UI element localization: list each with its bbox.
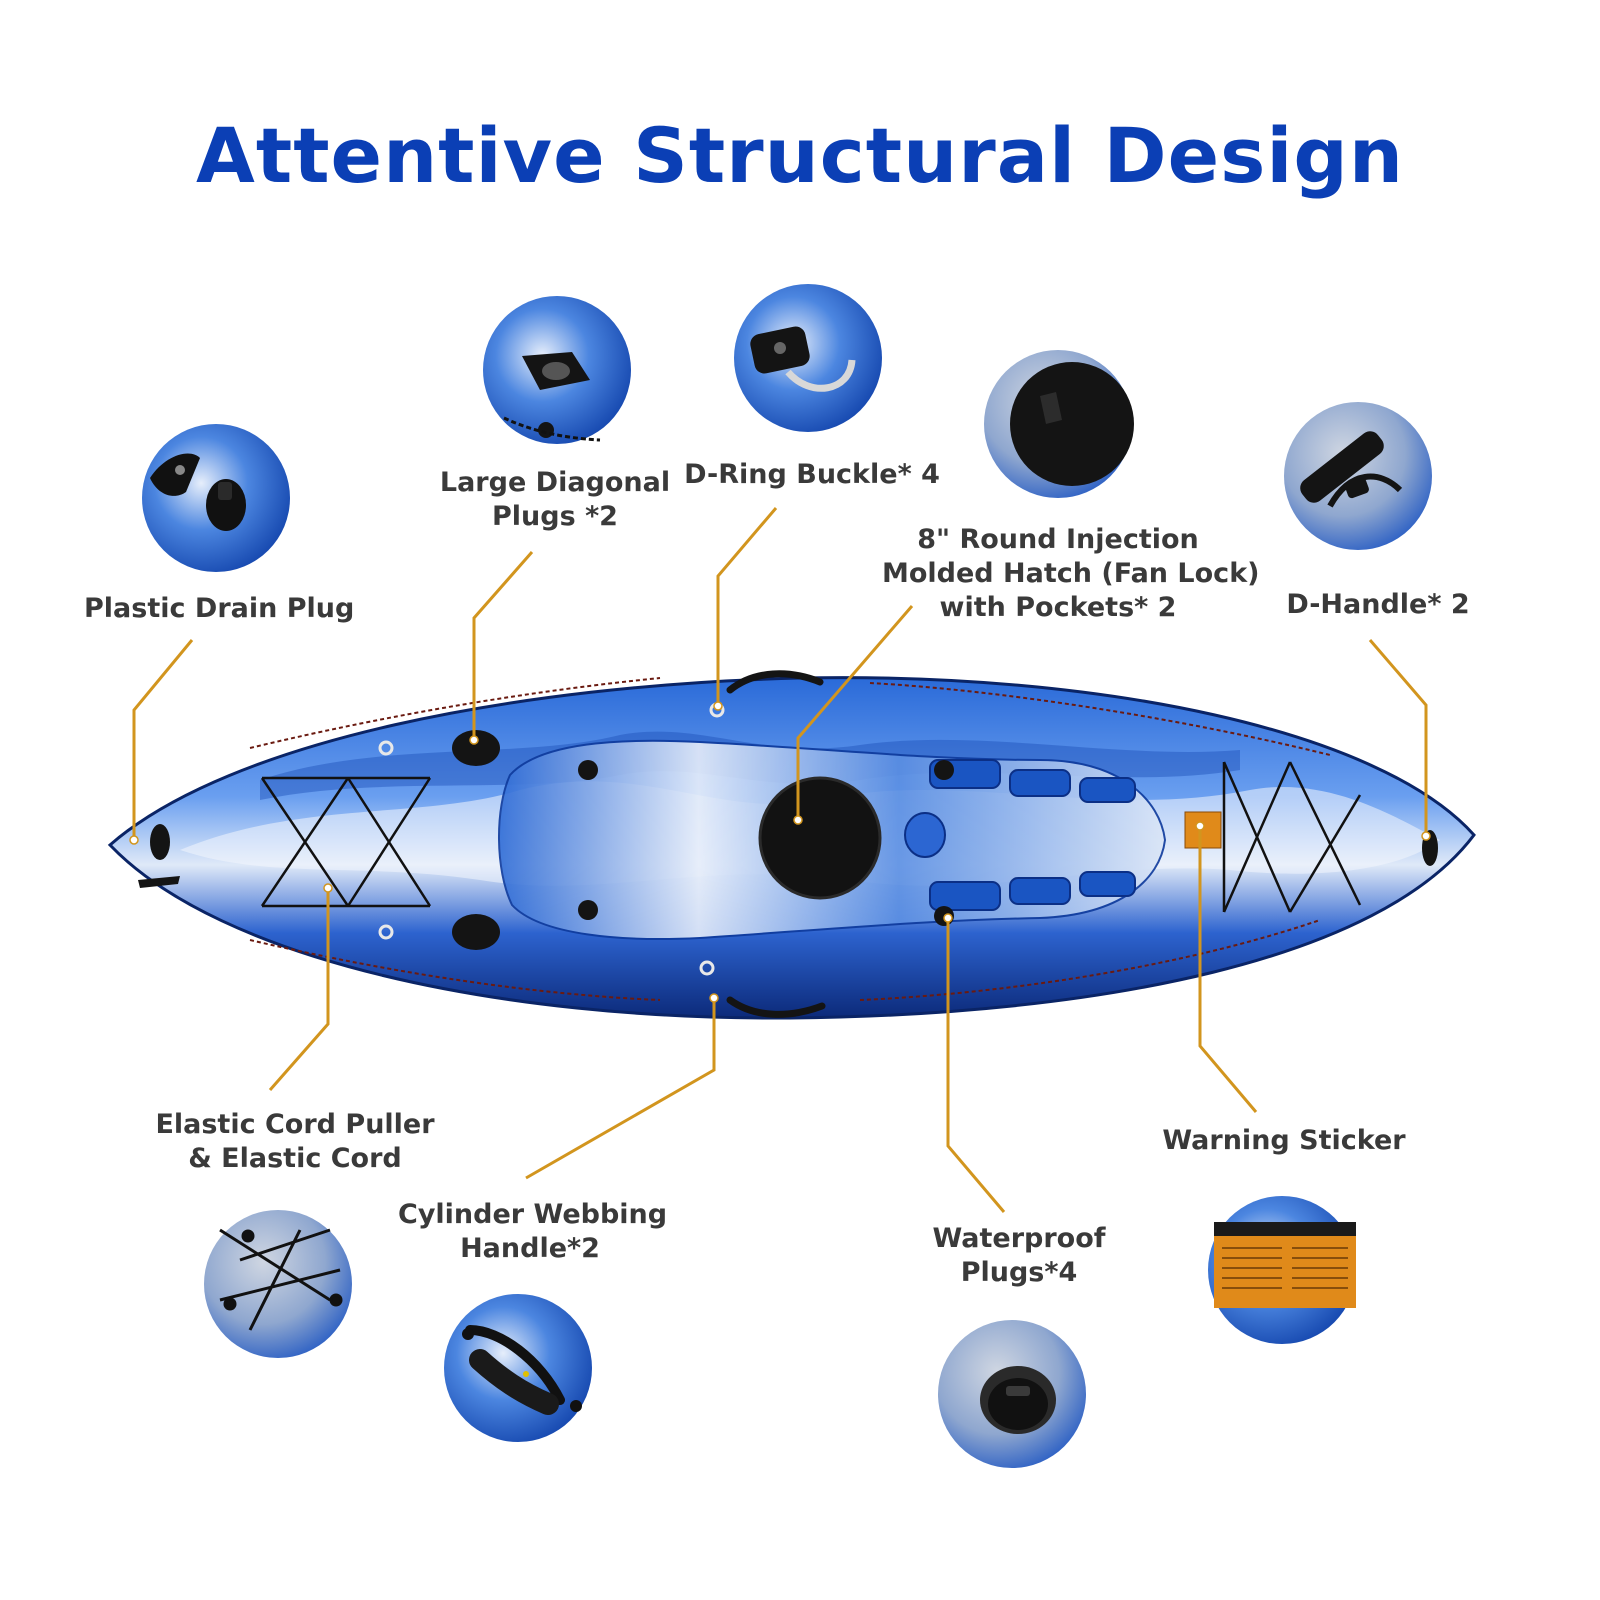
thumbnail-warning-sticker	[1208, 1196, 1356, 1344]
molded-cup	[904, 812, 946, 858]
label-hatch-line2: Molded Hatch (Fan Lock)	[882, 558, 1260, 589]
leader-webbing-handle	[525, 998, 716, 1180]
leader-dots	[129, 701, 1431, 1003]
elastic-cord-front	[1222, 761, 1362, 913]
hatch-icon	[1010, 362, 1134, 486]
thumbnail-webbing-handle	[444, 1294, 592, 1442]
leader-warning-sticker	[1198, 826, 1258, 1113]
leader-diagonal-plugs	[472, 551, 534, 740]
label-webbing-handle-line1: Cylinder Webbing	[398, 1199, 668, 1230]
label-elastic-cord: Elastic Cord Puller & Elastic Cord	[150, 1108, 440, 1176]
thumbnail-diagonal-plug	[483, 296, 631, 444]
diagonal-plug-fittings	[452, 730, 500, 950]
label-diagonal-plugs-line2: Plugs *2	[492, 501, 618, 532]
warning-sticker-on-hull	[1184, 811, 1222, 849]
round-hatch	[758, 776, 882, 900]
label-webbing-handle-line2: Handle*2	[460, 1233, 600, 1264]
label-waterproof-plugs-line1: Waterproof	[932, 1223, 1106, 1254]
page-title: Attentive Structural Design	[196, 111, 1404, 200]
leader-d-ring	[716, 507, 778, 706]
label-diagonal-plugs-line1: Large Diagonal	[439, 467, 671, 498]
label-waterproof-plugs-line2: Plugs*4	[960, 1257, 1078, 1288]
leader-lines	[132, 507, 1428, 1213]
elastic-cord-icon	[219, 1228, 343, 1331]
drain-plug-fitting	[138, 824, 180, 888]
label-d-handle-text: D-Handle* 2	[1286, 589, 1470, 620]
leader-waterproof-plugs	[946, 918, 1006, 1213]
thumbnail-hatch	[984, 350, 1134, 498]
d-handle-icon	[1300, 431, 1403, 508]
label-hatch: 8" Round Injection Molded Hatch (Fan Loc…	[882, 523, 1260, 625]
warning-sticker-icon	[1214, 1222, 1356, 1308]
drain-plug-icon	[150, 453, 246, 531]
label-warning-sticker-text: Warning Sticker	[1162, 1125, 1406, 1156]
thumbnail-waterproof-plug	[938, 1320, 1086, 1468]
label-elastic-cord-line2: & Elastic Cord	[188, 1143, 402, 1174]
thumbnail-d-handle	[1284, 402, 1432, 550]
label-d-ring: D-Ring Buckle* 4	[684, 458, 940, 492]
leader-elastic-cord	[268, 888, 330, 1091]
footwell-ribs	[929, 759, 1136, 911]
label-hatch-line3: with Pockets* 2	[939, 592, 1177, 623]
elastic-cord-rear	[260, 776, 432, 908]
label-diagonal-plugs: Large Diagonal Plugs *2	[430, 466, 680, 534]
label-waterproof-plugs: Waterproof Plugs*4	[920, 1222, 1118, 1290]
thumbnail-elastic-cord	[204, 1210, 352, 1358]
label-hatch-line1: 8" Round Injection	[917, 524, 1199, 555]
label-d-ring-text: D-Ring Buckle* 4	[684, 459, 940, 490]
carry-handles	[726, 670, 826, 1018]
label-warning-sticker: Warning Sticker	[1160, 1124, 1408, 1158]
d-ring-icon	[750, 326, 856, 392]
leader-drain-plug	[132, 639, 194, 840]
label-elastic-cord-line1: Elastic Cord Puller	[155, 1109, 435, 1140]
label-d-handle: D-Handle* 2	[1280, 588, 1476, 622]
thumbnail-drain-plug	[142, 424, 290, 572]
label-drain-plug: Plastic Drain Plug	[84, 592, 355, 626]
perimeter-cord	[249, 677, 1331, 1001]
thumbnail-d-ring	[734, 284, 882, 432]
leader-hatch	[796, 605, 914, 820]
leader-d-handle	[1368, 639, 1428, 836]
label-drain-plug-text: Plastic Drain Plug	[84, 593, 355, 624]
waterproof-plug-icon	[980, 1366, 1056, 1434]
webbing-handle-icon	[462, 1325, 582, 1415]
diagonal-plug-icon	[503, 352, 601, 442]
label-webbing-handle: Cylinder Webbing Handle*2	[398, 1198, 668, 1266]
kayak-hull	[107, 670, 1476, 1020]
